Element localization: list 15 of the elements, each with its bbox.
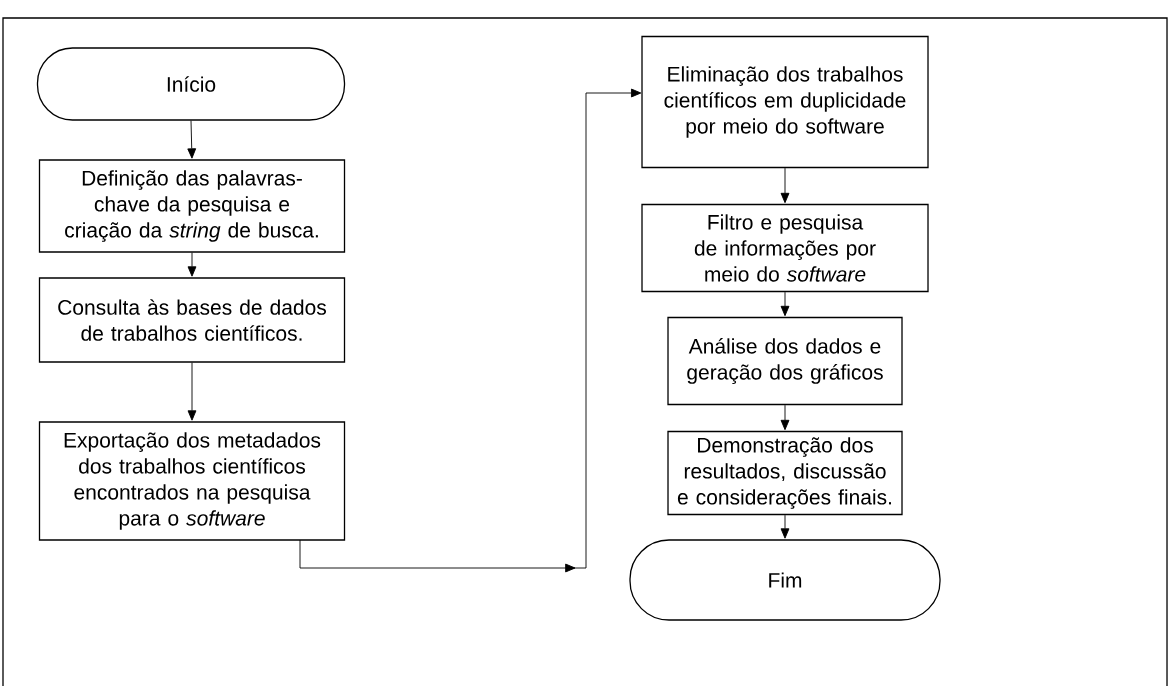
process-box: Demonstração dos resultados, discussão e considerações finais. [667,430,903,516]
process-box: Definição das palavras-chave da pesquisa e criação da string de busca. [38,159,346,253]
process-box: Consulta às bases de dados de trabalhos científicos. [38,277,346,363]
arrow [187,252,197,277]
arrow [780,514,790,539]
arrow [299,88,642,573]
arrow [780,167,790,204]
arrow [780,291,790,317]
process-box: Eliminação dos trabalhos científicos em duplicidade por meio do software [641,35,929,169]
arrow [187,120,197,159]
process-box: Exportação dos metadados dos trabalhos científicos encontrados na pesquisa para o software [38,421,346,541]
process-box: Filtro e pesquisa de informações por meio do software [641,203,929,293]
arrow [187,362,197,421]
process-box: Análise dos dados e geração dos gráficos [667,316,903,406]
arrow [780,404,790,431]
